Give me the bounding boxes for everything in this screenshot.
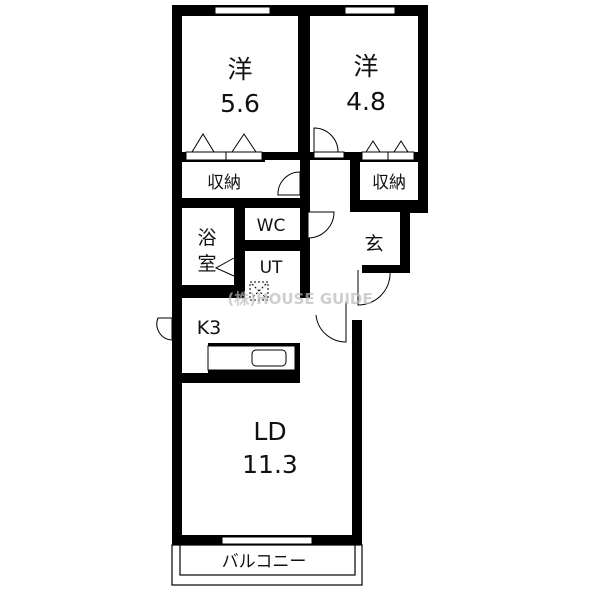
bath-label-2: 室 <box>197 253 216 275</box>
room-western-2-label: 洋 <box>353 52 378 81</box>
ut-label: UT <box>260 258 283 278</box>
closet-door[interactable] <box>387 151 415 161</box>
room-western-1-size: 5.6 <box>220 89 260 118</box>
door-living[interactable] <box>315 302 347 343</box>
wc-label: WC <box>257 216 286 236</box>
entrance-label: 玄 <box>364 233 383 255</box>
living-label: LD <box>253 417 286 446</box>
window <box>214 6 271 15</box>
room-western-1-label: 洋 <box>227 55 252 84</box>
window <box>344 6 396 15</box>
room-kitchen <box>182 298 352 343</box>
balcony-inner <box>179 544 356 576</box>
door-entrance[interactable] <box>357 269 391 306</box>
room-ut <box>245 251 300 300</box>
kitchen-label: K3 <box>197 317 222 339</box>
balcony-label: バルコニー <box>222 552 307 572</box>
room-western-2-size: 4.8 <box>346 87 386 116</box>
closet-door[interactable] <box>185 151 227 161</box>
closet-door[interactable] <box>225 151 263 161</box>
kitchen-counter <box>207 345 296 371</box>
room-storage-1 <box>182 162 265 198</box>
washer-space <box>249 281 269 301</box>
window <box>221 536 313 545</box>
entrance-step <box>350 265 362 320</box>
storage-2-label: 収納 <box>372 173 406 193</box>
closet-door[interactable] <box>361 151 389 161</box>
door-western-2[interactable] <box>313 127 339 153</box>
living-size: 11.3 <box>242 450 298 479</box>
storage-1-label: 収納 <box>207 173 241 193</box>
door-kitchen-exterior[interactable] <box>156 317 173 341</box>
room-wc <box>245 208 300 240</box>
room-living <box>182 383 352 535</box>
door-bath[interactable] <box>214 257 235 277</box>
watermark: (株)HOUSE GUIDE <box>227 290 372 308</box>
room-storage-2 <box>360 162 418 200</box>
sink-icon <box>251 349 287 367</box>
door-wc[interactable] <box>307 211 335 239</box>
corridor <box>310 160 350 320</box>
room-western-2 <box>310 16 418 152</box>
door-storage-1[interactable] <box>277 171 301 196</box>
bath-label-1: 浴 <box>197 227 216 249</box>
room-entrance <box>350 212 400 265</box>
room-western-1 <box>182 16 298 152</box>
